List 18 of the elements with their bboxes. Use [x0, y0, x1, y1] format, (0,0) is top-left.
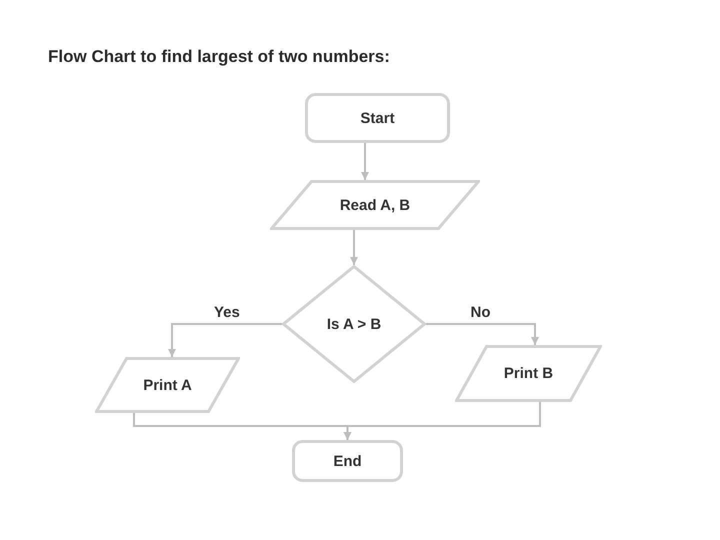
input-output-parallelogram [270, 180, 480, 230]
flow-arrow [426, 323, 539, 345]
step-text: Print A [143, 376, 192, 394]
decision-diamond [282, 265, 426, 383]
terminal-shape [305, 93, 450, 143]
flow-arrow [361, 143, 369, 180]
flow-arrow [168, 323, 282, 357]
input-output-parallelogram [95, 357, 240, 413]
step-text: End [333, 452, 362, 470]
terminal-shape [292, 440, 403, 482]
flow-arrow [350, 230, 358, 265]
flow-arrow [344, 402, 541, 440]
diagram-title: Flow Chart to find largest of two numbers: [48, 47, 390, 67]
step-text: Read A, B [340, 196, 410, 214]
step-text: Print B [504, 365, 554, 382]
step-text: Start [360, 110, 395, 126]
step-text: Is A > B [326, 316, 382, 332]
input-output-parallelogram [455, 345, 602, 402]
